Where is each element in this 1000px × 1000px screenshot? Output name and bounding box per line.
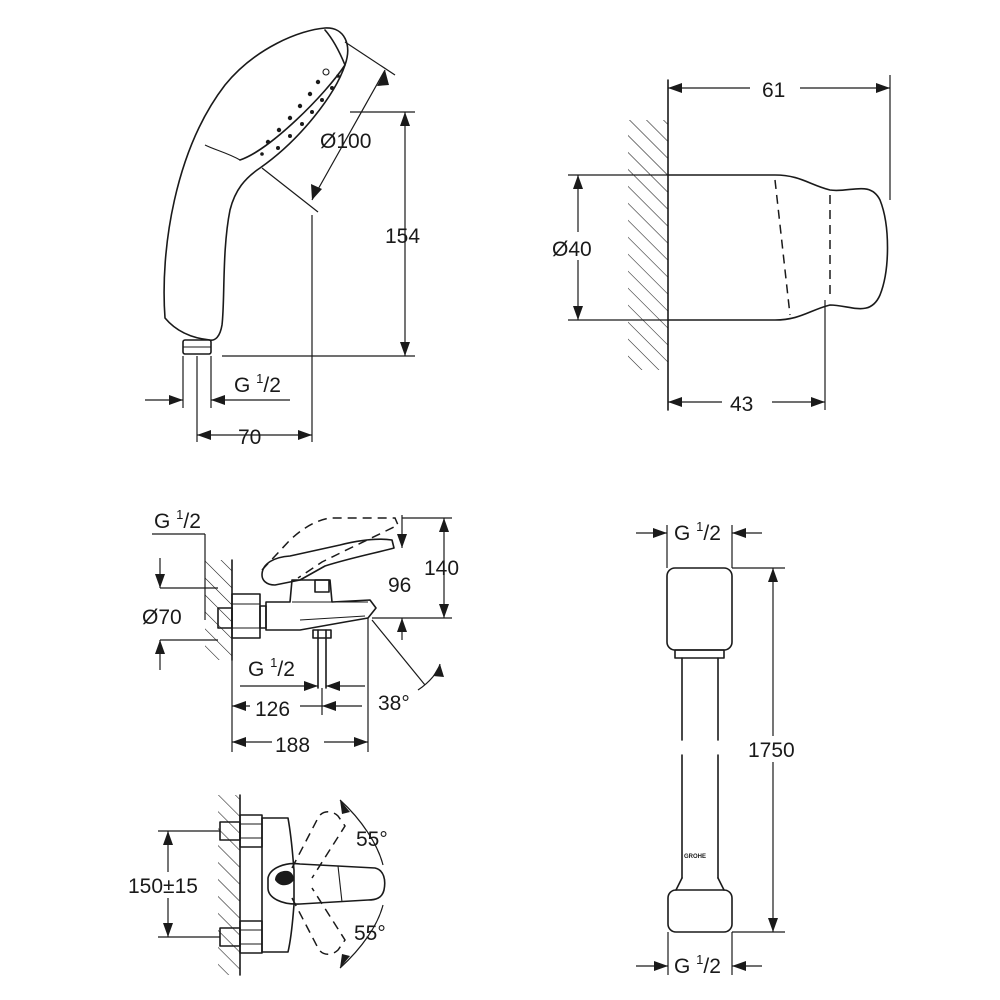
- mixer-length-outlet-label: 126: [255, 698, 290, 721]
- wall-holder-depth-label: 61: [762, 79, 785, 102]
- hose-view: GROHE G 1/2 1750 G 1/2: [636, 519, 801, 978]
- mixer-diverter-knob: [314, 579, 330, 593]
- mixer-thread-top-label: G 1/2: [154, 507, 201, 533]
- front-mixer-lever: [267, 862, 386, 905]
- hose-bottom-fitting: [667, 889, 733, 933]
- hose-length-label: 1750: [748, 739, 795, 762]
- mixer-body: [265, 579, 377, 631]
- front-lever-logo: [275, 870, 294, 886]
- mixer-lever: [261, 538, 395, 586]
- wall-holder-base-depth-label: 43: [730, 393, 753, 416]
- front-lower-nut: [239, 920, 263, 954]
- front-lever-angle-up-label: 55°: [356, 828, 388, 851]
- hand-shower-thread-label: G 1/2: [234, 371, 281, 397]
- hose-thread-top-label: G 1/2: [674, 519, 721, 545]
- front-mixer-body: [261, 817, 295, 953]
- hose-top-fitting: [666, 567, 733, 651]
- hand-shower-body: [163, 27, 349, 341]
- hand-shower-width-label: 70: [238, 426, 261, 449]
- mixer-connection-label: Ø70: [142, 606, 182, 629]
- mixer-spout-angle-label: 38°: [378, 692, 410, 715]
- mixer-thread-bottom-label: G 1/2: [248, 655, 295, 681]
- hose-brand-mark: GROHE: [684, 854, 706, 860]
- wall-hatch: [628, 120, 668, 370]
- front-centres-label: 150±15: [128, 875, 198, 898]
- front-upper-nut: [239, 814, 263, 848]
- mixer-side-view: G 1/2 Ø70 140 96 38° G 1/2: [142, 507, 459, 757]
- mixer-height-spout-label: 96: [388, 574, 411, 597]
- front-lever-angle-down-label: 55°: [354, 922, 386, 945]
- mixer-height-total-label: 140: [424, 557, 459, 580]
- wall-holder-hidden-edge: [774, 179, 791, 316]
- hand-shower-head-ring: [204, 144, 241, 161]
- wall-holder-view: 61 Ø40 43: [548, 74, 891, 416]
- wall-holder-body: [667, 174, 889, 321]
- mixer-front-view: 55° 55° 150±15: [126, 794, 388, 976]
- hand-shower-view: Ø100 154 G 1/2 70: [145, 27, 420, 449]
- spray-nozzles: [260, 68, 340, 156]
- hose-thread-bottom-label: G 1/2: [674, 952, 721, 978]
- hand-shower-height-label: 154: [385, 225, 420, 248]
- mixer-length-total-label: 188: [275, 734, 310, 757]
- wall-holder-diameter-label: Ø40: [552, 238, 592, 261]
- mixer-eccentric-nut: [231, 593, 261, 639]
- hand-shower-diameter-label: Ø100: [320, 130, 371, 153]
